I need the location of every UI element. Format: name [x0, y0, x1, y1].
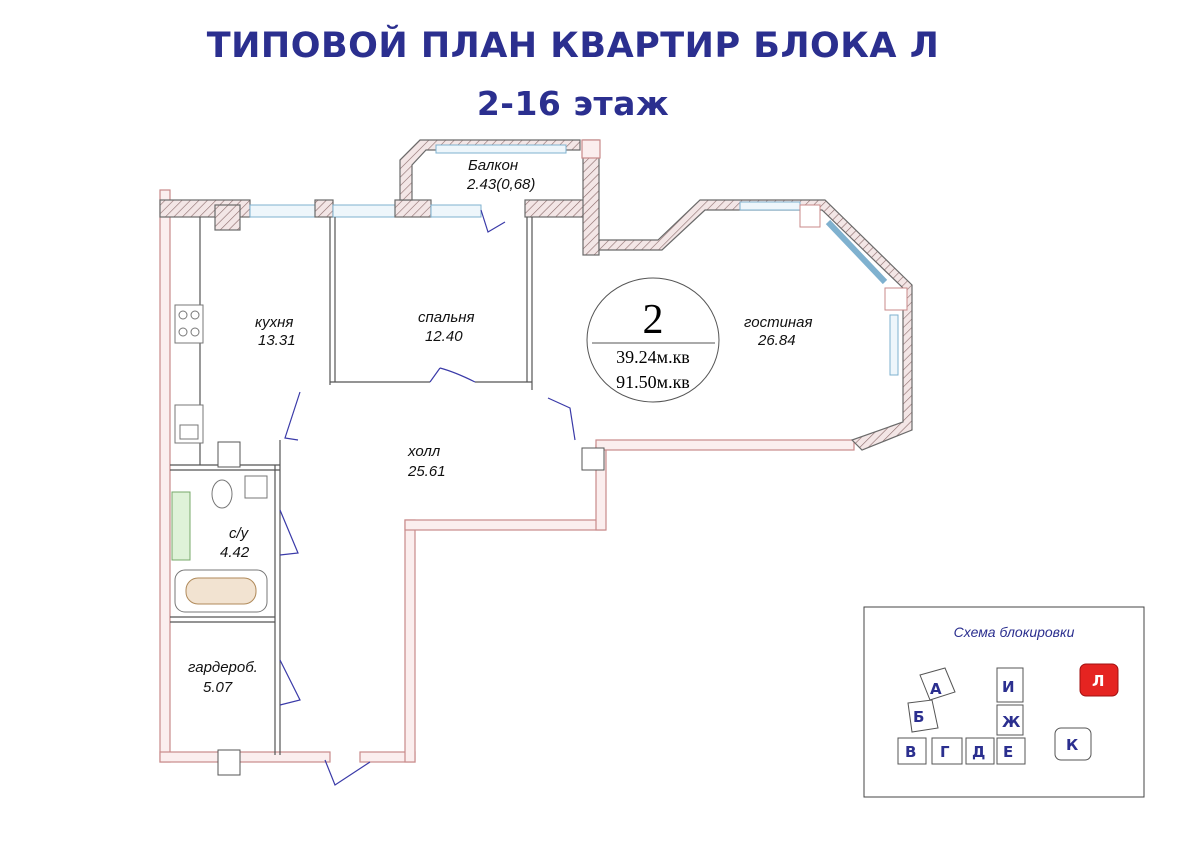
hall-label: холл — [407, 443, 441, 460]
bathroom-area: 4.42 — [220, 544, 250, 561]
block-d: Д — [965, 737, 995, 765]
outer-walls — [159, 189, 855, 763]
page-subtitle: 2-16 этаж — [476, 84, 670, 123]
block-scheme: Схема блокировки А Б В Г Д Е Ж — [863, 606, 1145, 798]
block-g: Г — [931, 737, 963, 765]
svg-text:Д: Д — [972, 743, 985, 761]
apartment-badge: 2 39.24м.кв 91.50м.кв — [586, 277, 720, 403]
bay-window — [598, 199, 913, 451]
kitchen-label: кухня — [255, 314, 293, 331]
svg-text:И: И — [1002, 678, 1015, 696]
block-l-highlighted: Л — [1079, 663, 1119, 697]
columns — [217, 441, 605, 776]
top-wall — [159, 139, 601, 256]
svg-text:А: А — [930, 680, 942, 698]
kitchen-fixtures — [174, 304, 204, 444]
living-room-area: 26.84 — [757, 332, 796, 349]
bathroom-label: с/у — [229, 525, 250, 542]
block-a: А — [919, 667, 956, 701]
block-v: В — [897, 737, 927, 765]
room-labels: Балкон 2.43(0,68) кухня 13.31 спальня 12… — [188, 157, 813, 696]
kitchen-area: 13.31 — [258, 332, 296, 349]
total-area: 91.50м.кв — [616, 372, 690, 392]
block-b: Б — [907, 699, 939, 733]
svg-text:В: В — [905, 743, 916, 761]
bedroom-label: спальня — [418, 309, 475, 326]
wardrobe-area: 5.07 — [203, 679, 233, 696]
balcony-label: Балкон — [468, 157, 518, 174]
wardrobe-label: гардероб. — [188, 659, 258, 676]
bathroom-fixtures — [171, 475, 268, 613]
svg-text:Б: Б — [913, 708, 924, 726]
block-k: К — [1054, 727, 1092, 761]
bedroom-area: 12.40 — [425, 328, 463, 345]
block-i: И — [996, 667, 1024, 703]
hall-area: 25.61 — [407, 463, 446, 480]
living-room-label: гостиная — [744, 314, 813, 331]
block-e: Е — [996, 737, 1026, 765]
svg-text:Ж: Ж — [1002, 713, 1021, 731]
doors — [279, 209, 576, 786]
apartment-number: 2 — [643, 297, 664, 343]
svg-text:К: К — [1066, 736, 1079, 754]
svg-text:Л: Л — [1092, 672, 1104, 690]
page-title: ТИПОВОЙ ПЛАН КВАРТИР БЛОКА Л — [206, 26, 940, 66]
svg-text:Е: Е — [1003, 743, 1013, 761]
balcony-area: 2.43(0,68) — [466, 176, 535, 193]
block-zh: Ж — [996, 704, 1024, 736]
living-area: 39.24м.кв — [616, 347, 690, 367]
svg-text:Г: Г — [940, 743, 950, 761]
scheme-title: Схема блокировки — [954, 624, 1075, 640]
